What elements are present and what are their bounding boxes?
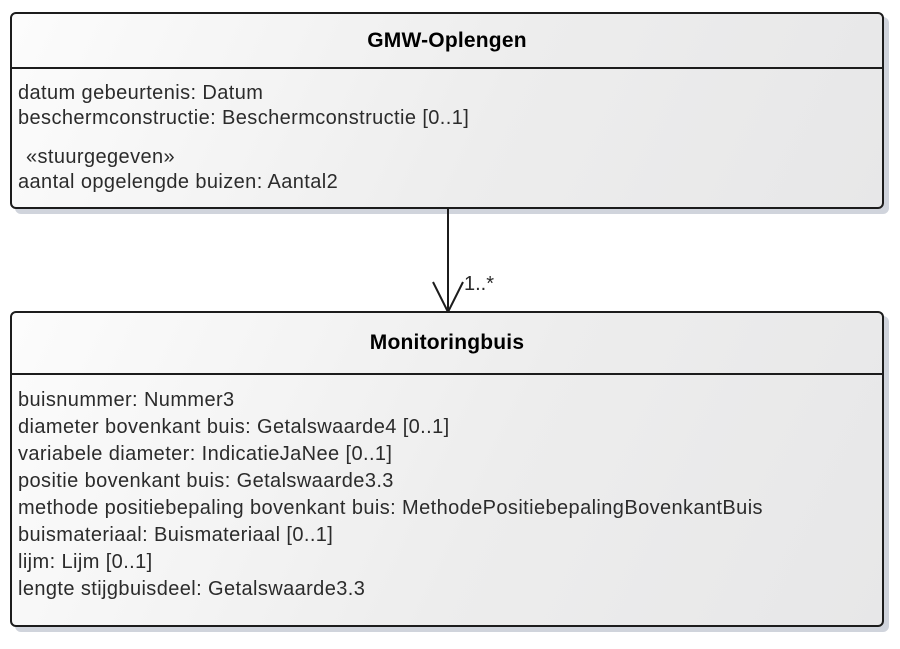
attributes-compartment: buisnummer: Nummer3 diameter bovenkant b… <box>12 375 882 603</box>
attr-lijm: lijm: Lijm [0..1] <box>18 551 153 573</box>
attr-methode-positiebepaling: methode positiebepaling bovenkant buis: … <box>18 497 763 519</box>
class-title-monitoringbuis: Monitoringbuis <box>12 313 882 375</box>
attr-aantal-opgelengde-buizen: aantal opgelengde buizen: Aantal2 <box>18 171 339 193</box>
attributes-compartment: datum gebeurtenis: Datum beschermconstru… <box>12 69 882 195</box>
association-connector[interactable] <box>420 209 540 315</box>
attr-datum-gebeurtenis: datum gebeurtenis: Datum <box>18 82 264 104</box>
multiplicity-label: 1..* <box>464 273 495 295</box>
attr-lengte-stijgbuisdeel: lengte stijgbuisdeel: Getalswaarde3.3 <box>18 578 366 600</box>
attr-positie-bovenkant-buis: positie bovenkant buis: Getalswaarde3.3 <box>18 470 394 492</box>
stereotype-stuurgegeven: «stuurgegeven» <box>26 146 176 168</box>
class-monitoringbuis[interactable]: Monitoringbuis buisnummer: Nummer3 diame… <box>10 311 884 627</box>
attr-buismateriaal: buismateriaal: Buismateriaal [0..1] <box>18 524 334 546</box>
class-gmw-oplengen[interactable]: GMW-Oplengen datum gebeurtenis: Datum be… <box>10 12 884 209</box>
attr-diameter-bovenkant-buis: diameter bovenkant buis: Getalswaarde4 [… <box>18 416 450 438</box>
attr-buisnummer: buisnummer: Nummer3 <box>18 389 235 411</box>
attr-variabele-diameter: variabele diameter: IndicatieJaNee [0..1… <box>18 443 393 465</box>
attr-beschermconstructie: beschermconstructie: Beschermconstructie… <box>18 107 470 129</box>
class-title-gmw-oplengen: GMW-Oplengen <box>12 14 882 69</box>
